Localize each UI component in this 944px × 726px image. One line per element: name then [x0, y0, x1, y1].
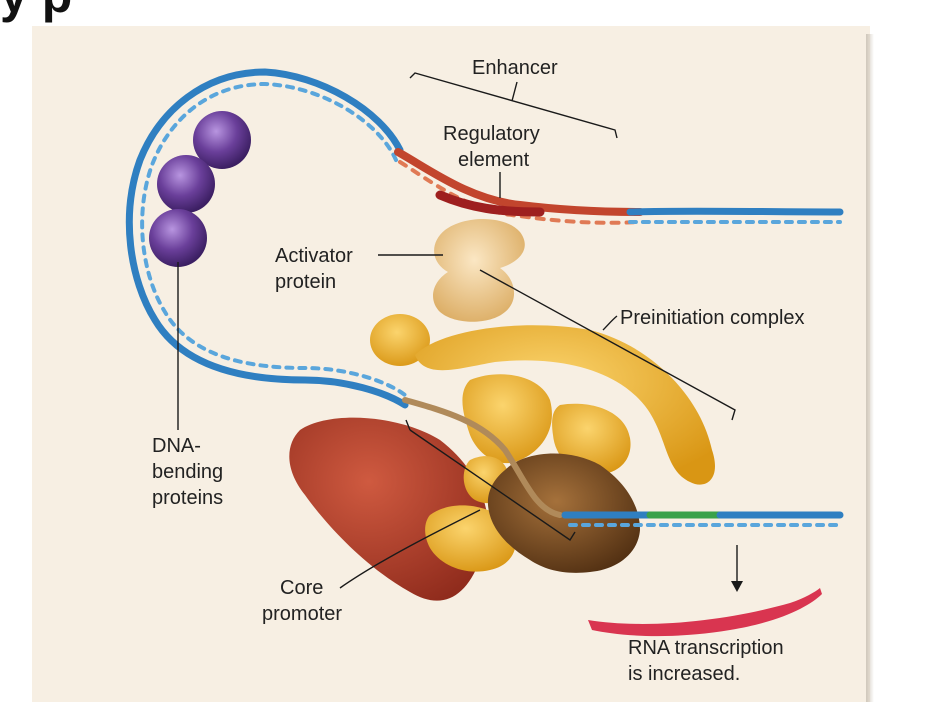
- transcription-arrow-head: [731, 581, 743, 592]
- preinitiation-bracket: [479, 269, 736, 421]
- enhancer-bracket: [409, 72, 618, 139]
- dna-bending-protein: [157, 155, 215, 213]
- dna-bending-protein: [149, 209, 207, 267]
- dna-enhancer-strand: [394, 148, 644, 216]
- activator-protein: [433, 218, 525, 322]
- activator-label-line1: Activator: [275, 245, 353, 267]
- dna-regulatory-strand: [435, 190, 545, 217]
- regulatory-label-line2: element: [458, 149, 530, 171]
- dna-loop-strand-a: [125, 68, 409, 409]
- enhancer-label: Enhancer: [472, 57, 558, 79]
- regulatory-label-line1: Regulatory: [443, 123, 540, 145]
- rna-transcript: [588, 588, 822, 637]
- rna-label-line1: RNA transcription: [628, 637, 784, 659]
- panel-shadow: [866, 34, 874, 702]
- dna-bending-label-line2: bending: [152, 461, 223, 483]
- preinitiation-leader: [602, 315, 618, 331]
- dna-bending-protein: [193, 111, 251, 169]
- core-promoter-label-line2: promoter: [262, 603, 342, 625]
- dna-bending-label-line1: DNA-: [152, 435, 201, 457]
- core-promoter-label-line1: Core: [280, 577, 323, 599]
- dna-bending-proteins: [149, 111, 251, 267]
- dna-loop-strand-b: [140, 81, 407, 397]
- preinitiation-label: Preinitiation complex: [620, 307, 805, 329]
- activator-label-line2: protein: [275, 271, 336, 293]
- dna-double-helix: [125, 68, 844, 528]
- dna-bending-label-line3: proteins: [152, 487, 223, 509]
- core-promoter-bracket: [405, 419, 576, 541]
- dna-promoter-strand: [402, 397, 563, 518]
- page-heading: y p: [0, 0, 72, 24]
- rna-label-line2: is increased.: [628, 663, 740, 685]
- dna-right-strand: [626, 207, 844, 216]
- core-promoter-leader: [339, 509, 481, 589]
